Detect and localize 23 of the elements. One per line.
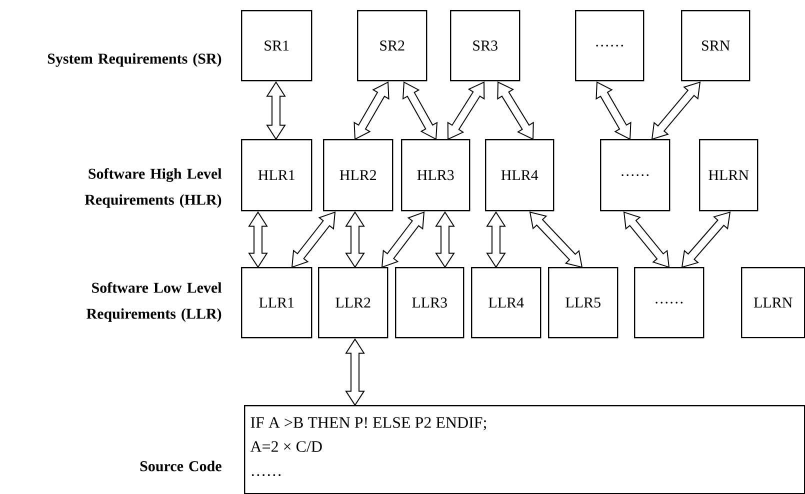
code-box: IF A >B THEN P! ELSE P2 ENDIF; A=2 × C/D …… <box>244 404 805 494</box>
requirement-box: SRN <box>681 10 750 82</box>
row-label: Source Code <box>140 460 222 472</box>
requirement-box: …… <box>600 139 670 212</box>
row-label: System Requirements (SR) <box>48 53 222 67</box>
requirement-box: SR2 <box>357 10 428 82</box>
requirement-box: HLR4 <box>485 139 554 212</box>
requirement-box: LLRN <box>741 267 805 338</box>
requirement-box: LLR1 <box>241 267 312 338</box>
requirement-box: LLR4 <box>471 267 542 338</box>
requirement-box: SR3 <box>450 10 520 82</box>
requirement-box: LLR5 <box>548 267 618 338</box>
requirement-box: HLR3 <box>401 139 470 212</box>
requirement-box: …… <box>634 267 704 338</box>
requirement-box: LLR3 <box>395 267 464 338</box>
requirement-box: SR1 <box>241 10 312 82</box>
requirement-box: LLR2 <box>318 267 388 338</box>
requirement-box: HLRN <box>699 139 758 212</box>
row-label: Software Low Level Requirements (LLR) <box>86 282 222 322</box>
requirement-box: HLR2 <box>323 139 394 212</box>
requirement-box: HLR1 <box>241 139 312 212</box>
row-label: Software High Level Requirements (HLR) <box>84 168 222 208</box>
requirement-box: …… <box>575 10 644 82</box>
